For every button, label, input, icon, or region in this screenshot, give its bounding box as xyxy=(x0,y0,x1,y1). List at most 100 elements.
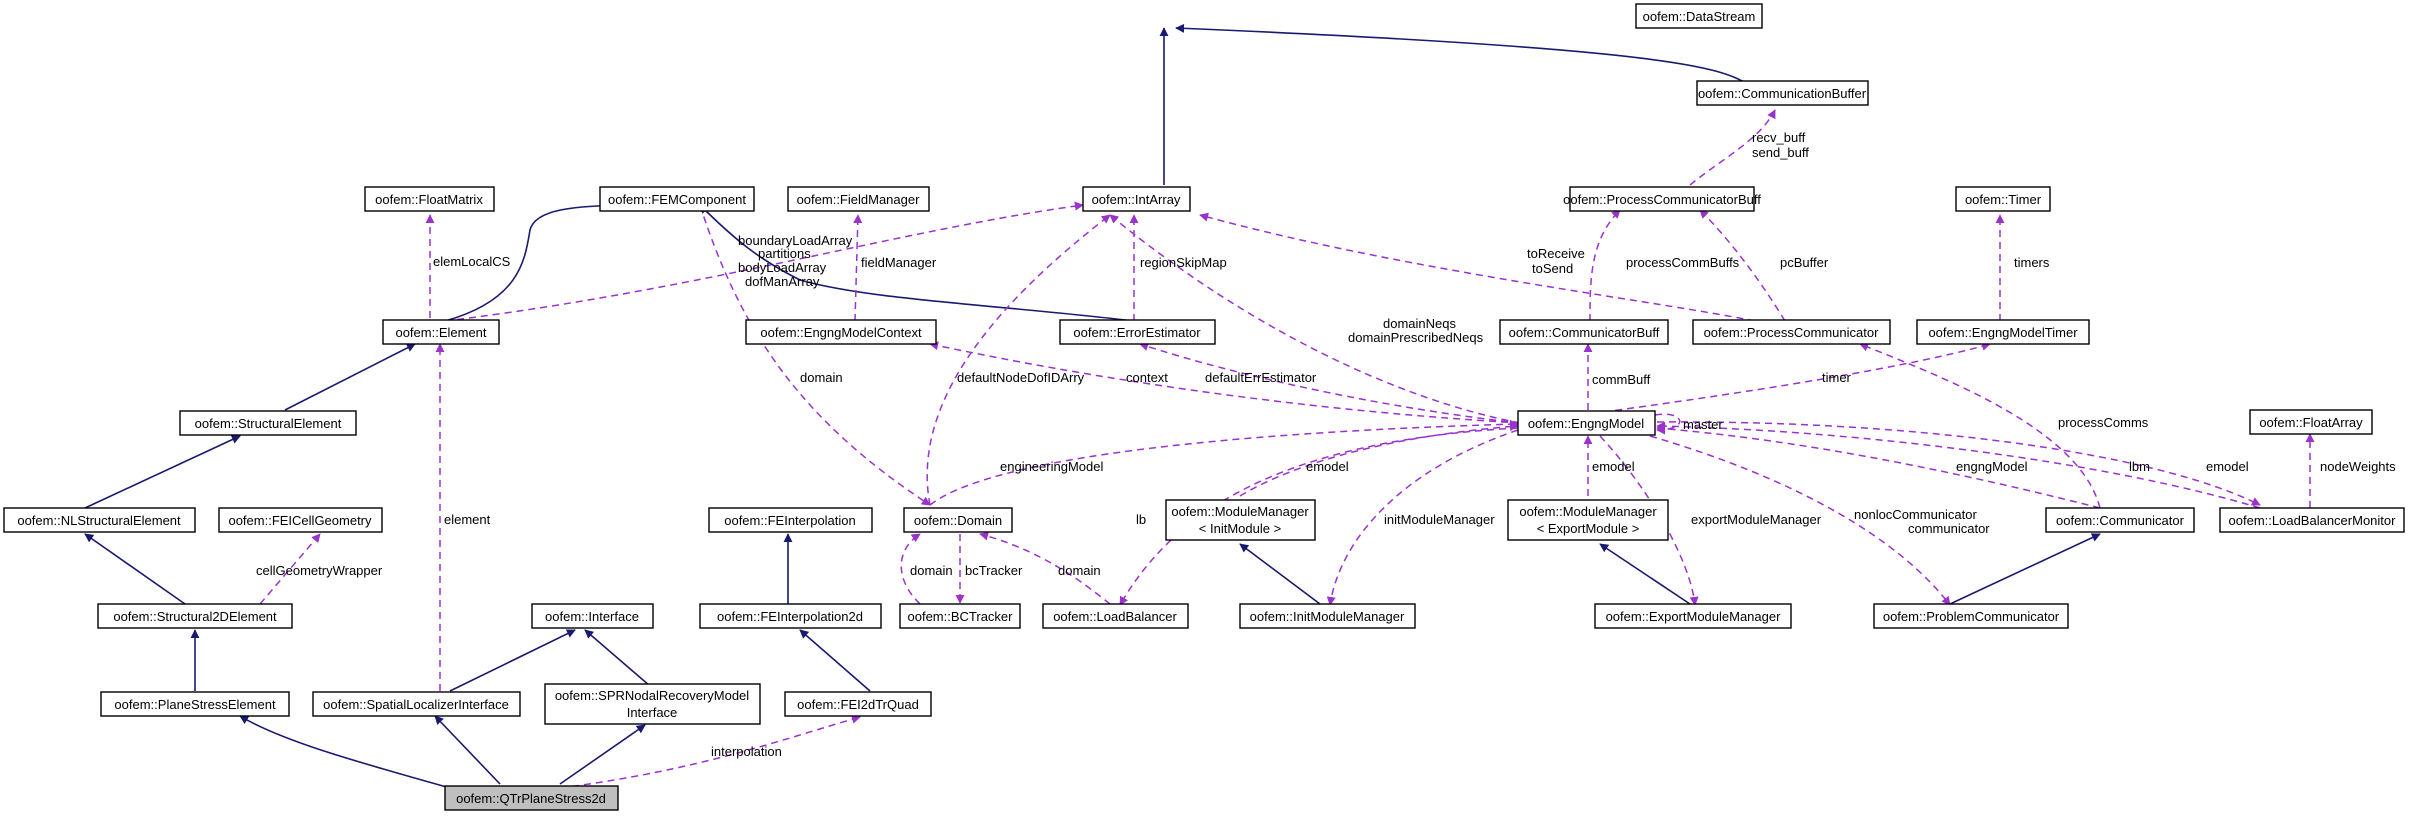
edge-label-domain-lb: domain xyxy=(1058,563,1101,578)
class-node-fei2dtrquad[interactable]: oofem::FEI2dTrQuad xyxy=(784,691,932,717)
class-node-errorestimator[interactable]: oofem::ErrorEstimator xyxy=(1059,319,1216,345)
edge-loadbalancer-domain xyxy=(979,531,1111,605)
svg-text:oofem::FloatArray: oofem::FloatArray xyxy=(2259,415,2363,430)
class-node-intarray[interactable]: oofem::IntArray xyxy=(1082,186,1191,212)
class-node-loadbalancer[interactable]: oofem::LoadBalancer xyxy=(1042,603,1189,629)
class-node-sprnodalrecoverymodelinterface[interactable]: oofem::SPRNodalRecoveryModel Interface xyxy=(544,683,761,725)
class-node-exportmodulemanager[interactable]: oofem::ExportModuleManager xyxy=(1594,603,1792,629)
edge-label-body-load-array: bodyLoadArray xyxy=(738,260,827,275)
svg-text:oofem::LoadBalancerMonitor: oofem::LoadBalancerMonitor xyxy=(2229,513,2397,528)
svg-text:oofem::Domain: oofem::Domain xyxy=(914,513,1002,528)
svg-text:oofem::EngngModelContext: oofem::EngngModelContext xyxy=(760,325,922,340)
class-node-interface[interactable]: oofem::Interface xyxy=(531,603,654,629)
class-node-femcomponent[interactable]: oofem::FEMComponent xyxy=(599,186,755,212)
class-node-timer[interactable]: oofem::Timer xyxy=(1955,186,2051,212)
class-node-floatmatrix[interactable]: oofem::FloatMatrix xyxy=(364,186,495,212)
class-node-spatiallocalizerinterface[interactable]: oofem::SpatialLocalizerInterface xyxy=(312,691,521,717)
edge-femcomponent-domain xyxy=(699,204,931,506)
svg-text:oofem::Communicator: oofem::Communicator xyxy=(2056,513,2185,528)
svg-text:oofem::QTrPlaneStress2d: oofem::QTrPlaneStress2d xyxy=(456,791,606,806)
edge-label-element: element xyxy=(444,512,491,527)
edge-label-lbm: lbm xyxy=(2129,459,2150,474)
edge-label-process-comms: processComms xyxy=(2058,415,2149,430)
class-node-feinterpolation2d[interactable]: oofem::FEInterpolation2d xyxy=(699,603,882,629)
edge-label-process-comm-buffs: processCommBuffs xyxy=(1626,255,1740,270)
class-node-element[interactable]: oofem::Element xyxy=(382,319,500,345)
edge-fei2dtrquad-feinterpolation2d xyxy=(799,629,871,692)
svg-text:< InitModule >: < InitModule > xyxy=(1199,521,1281,536)
class-node-modulemanager-exportmodule[interactable]: oofem::ModuleManager < ExportModule > xyxy=(1507,499,1669,541)
class-node-engngmodelcontext[interactable]: oofem::EngngModelContext xyxy=(745,319,937,345)
edge-engngmodel-initmodulemanager xyxy=(1326,429,1519,606)
class-node-processcommunicator[interactable]: oofem::ProcessCommunicator xyxy=(1692,319,1891,345)
edge-sprnodalrecovery-interface xyxy=(584,629,651,687)
svg-text:oofem::InitModuleManager: oofem::InitModuleManager xyxy=(1250,609,1405,624)
edge-processcommunicator-processcommunicatorbuff xyxy=(1699,209,1786,322)
edge-modulemanagerinit-engngmodel xyxy=(1239,422,1519,497)
class-node-floatarray[interactable]: oofem::FloatArray xyxy=(2249,409,2373,435)
edge-label-default-err-estimator: defaultErrEstimator xyxy=(1205,370,1317,385)
svg-text:oofem::ErrorEstimator: oofem::ErrorEstimator xyxy=(1073,325,1201,340)
edge-processcommunicatorbuff-communicationbuffer xyxy=(1689,109,1776,186)
class-node-fieldmanager[interactable]: oofem::FieldManager xyxy=(787,186,930,212)
edge-label-export-module-manager: exportModuleManager xyxy=(1691,512,1822,527)
edge-engngmodel-loadbalancermonitor xyxy=(1656,421,2261,506)
svg-text:oofem::BCTracker: oofem::BCTracker xyxy=(908,609,1014,624)
class-node-structural2delement[interactable]: oofem::Structural2DElement xyxy=(97,603,293,629)
class-node-modulemanager-initmodule[interactable]: oofem::ModuleManager < InitModule > xyxy=(1165,499,1316,541)
class-node-feicellgeometry[interactable]: oofem::FEICellGeometry xyxy=(218,507,383,533)
class-node-nlstructuralelement[interactable]: oofem::NLStructuralElement xyxy=(3,507,196,533)
svg-text:Interface: Interface xyxy=(627,705,678,720)
svg-text:oofem::CommunicatorBuff: oofem::CommunicatorBuff xyxy=(1509,325,1660,340)
svg-text:oofem::Element: oofem::Element xyxy=(395,325,486,340)
svg-text:oofem::CommunicationBuffer: oofem::CommunicationBuffer xyxy=(1698,86,1867,101)
edge-problemcommunicator-communicator xyxy=(1949,533,2101,605)
edge-label-master: master xyxy=(1683,417,1723,432)
class-node-loadbalancermonitor[interactable]: oofem::LoadBalancerMonitor xyxy=(2219,507,2405,533)
svg-text:oofem::LoadBalancer: oofem::LoadBalancer xyxy=(1053,609,1177,624)
edge-label-timer: timer xyxy=(1822,370,1852,385)
edge-label-communicator: communicator xyxy=(1908,521,1990,536)
class-node-feinterpolation[interactable]: oofem::FEInterpolation xyxy=(708,507,873,533)
svg-text:oofem::FEMComponent: oofem::FEMComponent xyxy=(608,192,746,207)
svg-text:oofem::PlaneStressElement: oofem::PlaneStressElement xyxy=(114,697,276,712)
class-node-initmodulemanager[interactable]: oofem::InitModuleManager xyxy=(1239,603,1416,629)
edge-element-femcomponent xyxy=(444,200,641,322)
edge-label-field-manager: fieldManager xyxy=(861,255,937,270)
edge-label-to-receive: toReceive xyxy=(1527,246,1585,261)
class-node-qtrplanestress2d[interactable]: oofem::QTrPlaneStress2d xyxy=(444,785,619,811)
edge-qtrplanestress2d-fei2dtrquad xyxy=(559,714,861,789)
edge-label-node-weights: nodeWeights xyxy=(2320,459,2396,474)
svg-text:oofem::IntArray: oofem::IntArray xyxy=(1092,192,1181,207)
edge-spatiallocalizerinterface-interface xyxy=(449,629,576,692)
edge-label-context: context xyxy=(1126,370,1168,385)
class-node-bctracker[interactable]: oofem::BCTracker xyxy=(899,603,1021,629)
svg-text:oofem::EngngModelTimer: oofem::EngngModelTimer xyxy=(1928,325,2078,340)
class-node-problemcommunicator[interactable]: oofem::ProblemCommunicator xyxy=(1873,603,2069,629)
edge-structuralelement-element xyxy=(284,343,416,411)
svg-text:oofem::ProcessCommunicator: oofem::ProcessCommunicator xyxy=(1704,325,1880,340)
edge-engngmodel-loadbalancer xyxy=(1119,427,1519,606)
edge-label-lb: lb xyxy=(1136,512,1146,527)
edge-qtrplanestress2d-sprnodalrecovery xyxy=(559,724,646,785)
edge-label-engineering-model: engineeringModel xyxy=(1000,459,1103,474)
svg-text:oofem::FloatMatrix: oofem::FloatMatrix xyxy=(375,192,483,207)
class-node-engngmodel[interactable]: oofem::EngngModel xyxy=(1517,410,1656,436)
class-node-domain[interactable]: oofem::Domain xyxy=(903,507,1013,533)
edge-qtrplanestress2d-spatiallocalizerinterface xyxy=(434,715,501,785)
class-node-engngmodeltimer[interactable]: oofem::EngngModelTimer xyxy=(1916,319,2090,345)
class-node-communicationbuffer[interactable]: oofem::CommunicationBuffer xyxy=(1696,80,1869,106)
svg-text:oofem::FEICellGeometry: oofem::FEICellGeometry xyxy=(228,513,372,528)
edge-loadbalancermonitor-engngmodel xyxy=(1656,421,2261,509)
svg-text:oofem::FEInterpolation: oofem::FEInterpolation xyxy=(724,513,856,528)
edge-engngmodelcontext-fieldmanager xyxy=(853,214,863,322)
class-node-datastream[interactable]: oofem::DataStream xyxy=(1635,3,1763,29)
class-node-communicator[interactable]: oofem::Communicator xyxy=(2045,507,2195,533)
class-node-processcommunicatorbuff[interactable]: oofem::ProcessCommunicatorBuff xyxy=(1563,186,1761,212)
class-node-communicatorbuff[interactable]: oofem::CommunicatorBuff xyxy=(1499,319,1669,345)
edge-communicator-processcommunicator xyxy=(1859,342,2101,509)
edge-label-timers: timers xyxy=(2014,255,2050,270)
class-node-structuralelement[interactable]: oofem::StructuralElement xyxy=(179,410,357,436)
edge-label-pc-buffer: pcBuffer xyxy=(1780,255,1829,270)
class-node-planestresselement[interactable]: oofem::PlaneStressElement xyxy=(100,691,290,717)
